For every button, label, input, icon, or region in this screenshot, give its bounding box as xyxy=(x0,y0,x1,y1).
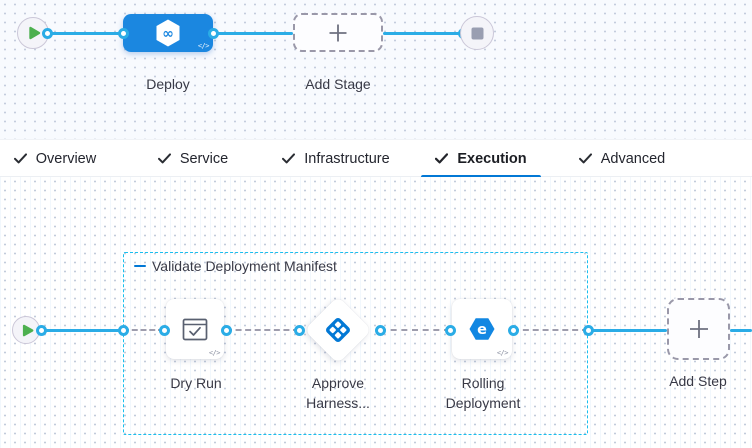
add-step-label: Add Step xyxy=(669,373,727,389)
step-group-header[interactable]: Validate Deployment Manifest xyxy=(134,258,337,274)
stage-label-deploy: Deploy xyxy=(146,76,190,92)
stage-node-deploy[interactable]: ∞ </> xyxy=(123,14,213,52)
step-label-rolling-deployment: Rolling Deployment xyxy=(445,375,521,411)
svg-text:∞: ∞ xyxy=(162,26,174,42)
tab-advanced[interactable]: Advanced xyxy=(562,140,682,177)
node-port[interactable] xyxy=(41,28,53,39)
connector-line xyxy=(213,32,293,35)
pipeline-end-node xyxy=(460,16,494,50)
step-group-label: Validate Deployment Manifest xyxy=(152,258,337,274)
code-view-toggle-icon[interactable]: </> xyxy=(496,349,509,357)
node-port[interactable] xyxy=(582,324,594,336)
rolling-hexagon-icon: e xyxy=(468,315,496,343)
stage-config-tab-bar: Overview Service Infrastructure Executio… xyxy=(0,139,752,178)
node-port[interactable] xyxy=(444,324,456,336)
check-icon xyxy=(578,153,592,164)
node-port[interactable] xyxy=(507,324,519,336)
dashed-connector-line xyxy=(380,329,450,331)
dashed-connector-line xyxy=(513,329,588,331)
node-port[interactable] xyxy=(207,28,219,39)
stop-square-icon xyxy=(471,27,484,40)
step-group-box[interactable] xyxy=(123,252,588,435)
connector-line xyxy=(730,328,752,332)
node-port[interactable] xyxy=(293,324,305,336)
svg-text:e: e xyxy=(477,322,487,338)
tab-label: Execution xyxy=(457,150,527,167)
add-stage-button[interactable] xyxy=(293,13,383,52)
tab-label: Service xyxy=(179,150,229,167)
check-icon xyxy=(282,153,296,164)
node-port[interactable] xyxy=(35,324,47,336)
tab-infrastructure[interactable]: Infrastructure xyxy=(268,140,404,177)
step-node-approve[interactable] xyxy=(304,296,372,364)
code-view-toggle-icon[interactable]: </> xyxy=(197,42,210,50)
step-label-approve: Approve Harness... xyxy=(306,375,370,411)
add-step-button[interactable] xyxy=(667,298,730,360)
connector-line xyxy=(47,32,123,35)
tab-label: Overview xyxy=(35,150,97,167)
tab-execution[interactable]: Execution xyxy=(421,140,541,178)
approval-diamonds-icon xyxy=(323,315,353,345)
step-node-rolling-deployment[interactable]: e </> xyxy=(452,299,512,359)
play-icon xyxy=(28,26,41,40)
play-icon xyxy=(22,324,34,337)
connector-line xyxy=(383,32,463,35)
execution-graph-canvas[interactable]: Validate Deployment Manifest xyxy=(0,177,752,448)
tab-label: Advanced xyxy=(600,150,666,167)
tab-service[interactable]: Service xyxy=(144,140,242,177)
harness-cd-hexagon-infinity-icon: ∞ xyxy=(154,18,182,48)
step-node-dry-run[interactable]: </> xyxy=(166,299,224,359)
node-port[interactable] xyxy=(158,324,170,336)
check-icon xyxy=(157,153,171,164)
connector-line xyxy=(588,328,667,332)
code-view-toggle-icon[interactable]: </> xyxy=(208,349,221,357)
connector-line xyxy=(41,328,123,332)
check-icon xyxy=(435,153,449,164)
check-icon xyxy=(13,153,27,164)
node-port[interactable] xyxy=(117,324,129,336)
add-stage-label: Add Stage xyxy=(305,76,371,92)
node-port[interactable] xyxy=(374,324,386,336)
node-port[interactable] xyxy=(117,28,129,39)
dashed-connector-line xyxy=(226,329,299,331)
tab-label: Infrastructure xyxy=(304,150,390,167)
plus-icon xyxy=(687,317,711,341)
window-check-icon xyxy=(182,318,208,341)
tab-overview[interactable]: Overview xyxy=(0,140,110,177)
collapse-dash-icon[interactable] xyxy=(134,264,146,268)
stage-graph-canvas[interactable]: ∞ </> Deploy Add Stage xyxy=(0,0,752,139)
node-port[interactable] xyxy=(220,324,232,336)
plus-icon xyxy=(327,22,349,44)
step-label-dry-run: Dry Run xyxy=(170,375,222,391)
dashed-connector-line xyxy=(123,329,164,331)
